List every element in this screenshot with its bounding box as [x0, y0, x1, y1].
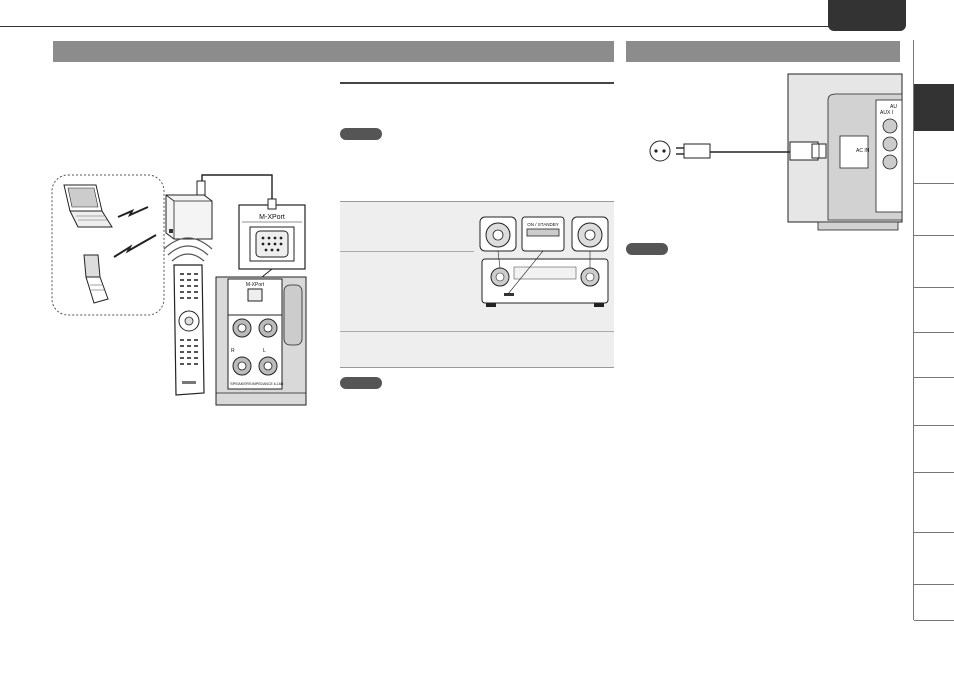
wireless-devices-outline [51, 174, 165, 316]
procedure-step-divider-2 [340, 331, 614, 332]
rear-mxport-label: M-XPort [246, 282, 265, 288]
wireless-signal-icon-2 [113, 234, 157, 258]
remote-control-icon [173, 264, 205, 396]
channel-r-label: R [231, 348, 235, 354]
section-header-connections [53, 41, 614, 62]
mxport-callout-label: M-XPort [259, 214, 285, 221]
chapter-tab-7[interactable] [914, 332, 954, 378]
unit-front-icon [481, 258, 609, 304]
note-badge-3 [626, 243, 668, 255]
chapter-tab-11[interactable] [914, 532, 954, 585]
ac-inlet-icon [839, 135, 869, 169]
chapter-tab-8[interactable] [914, 377, 954, 426]
ac-in-label: AC IN [856, 148, 870, 154]
subsection-rule [340, 82, 614, 84]
on-standby-label: ON / STANDBY [527, 222, 558, 227]
chapter-tab-3[interactable] [914, 131, 954, 184]
speakers-impedance-label: IMPEDANCE 6-16Ω [252, 382, 284, 386]
cable-plug-adapter [196, 180, 206, 196]
mxport-connection-diagram: M-XPort [51, 174, 307, 406]
mobile-phone-icon [83, 254, 109, 304]
section-header-power [626, 41, 900, 62]
laptop-icon [63, 184, 113, 228]
ir-signal-icon [163, 237, 213, 262]
wall-outlet-icon [649, 140, 671, 162]
front-panel-power-diagram: ON / STANDBY [479, 216, 609, 307]
chapter-tab-10[interactable] [914, 472, 954, 533]
ac-plug-unit-side-icon [789, 141, 827, 161]
note-badge-2 [340, 377, 382, 389]
chapter-tab-4[interactable] [914, 183, 954, 236]
chapter-tab-1[interactable] [914, 40, 954, 85]
channel-l-label: L [263, 348, 266, 354]
aux-section-label: AU [890, 104, 897, 110]
ac-plug-wall-side-icon [676, 143, 711, 159]
on-standby-button-icon [526, 228, 560, 237]
note-badge [340, 128, 382, 140]
header-rule [0, 26, 880, 27]
cable-plug-mxport [267, 198, 277, 210]
power-cord-diagram: AU AUX I AC IN [649, 73, 903, 231]
rear-panel-illustration: M-XPort R L SPEAKERS IMPEDANCE 6-16Ω [215, 276, 307, 406]
procedure-step-divider [340, 251, 474, 252]
aux-input-label: AUX I [880, 110, 893, 116]
wireless-signal-icon [117, 206, 149, 218]
chapter-tab-9[interactable] [914, 425, 954, 473]
chapter-tab-6[interactable] [914, 287, 954, 333]
chapter-tab-2-active[interactable] [914, 84, 954, 131]
language-tab[interactable] [828, 0, 906, 31]
wireless-adapter-icon [165, 194, 213, 240]
chapter-tab-strip [913, 40, 954, 621]
chapter-tab-12[interactable] [914, 584, 954, 621]
unit-rear-illustration: AU AUX I AC IN [787, 73, 903, 231]
speakers-label: SPEAKERS [230, 381, 252, 386]
mxport-cable [201, 174, 273, 205]
chapter-tab-5[interactable] [914, 235, 954, 288]
